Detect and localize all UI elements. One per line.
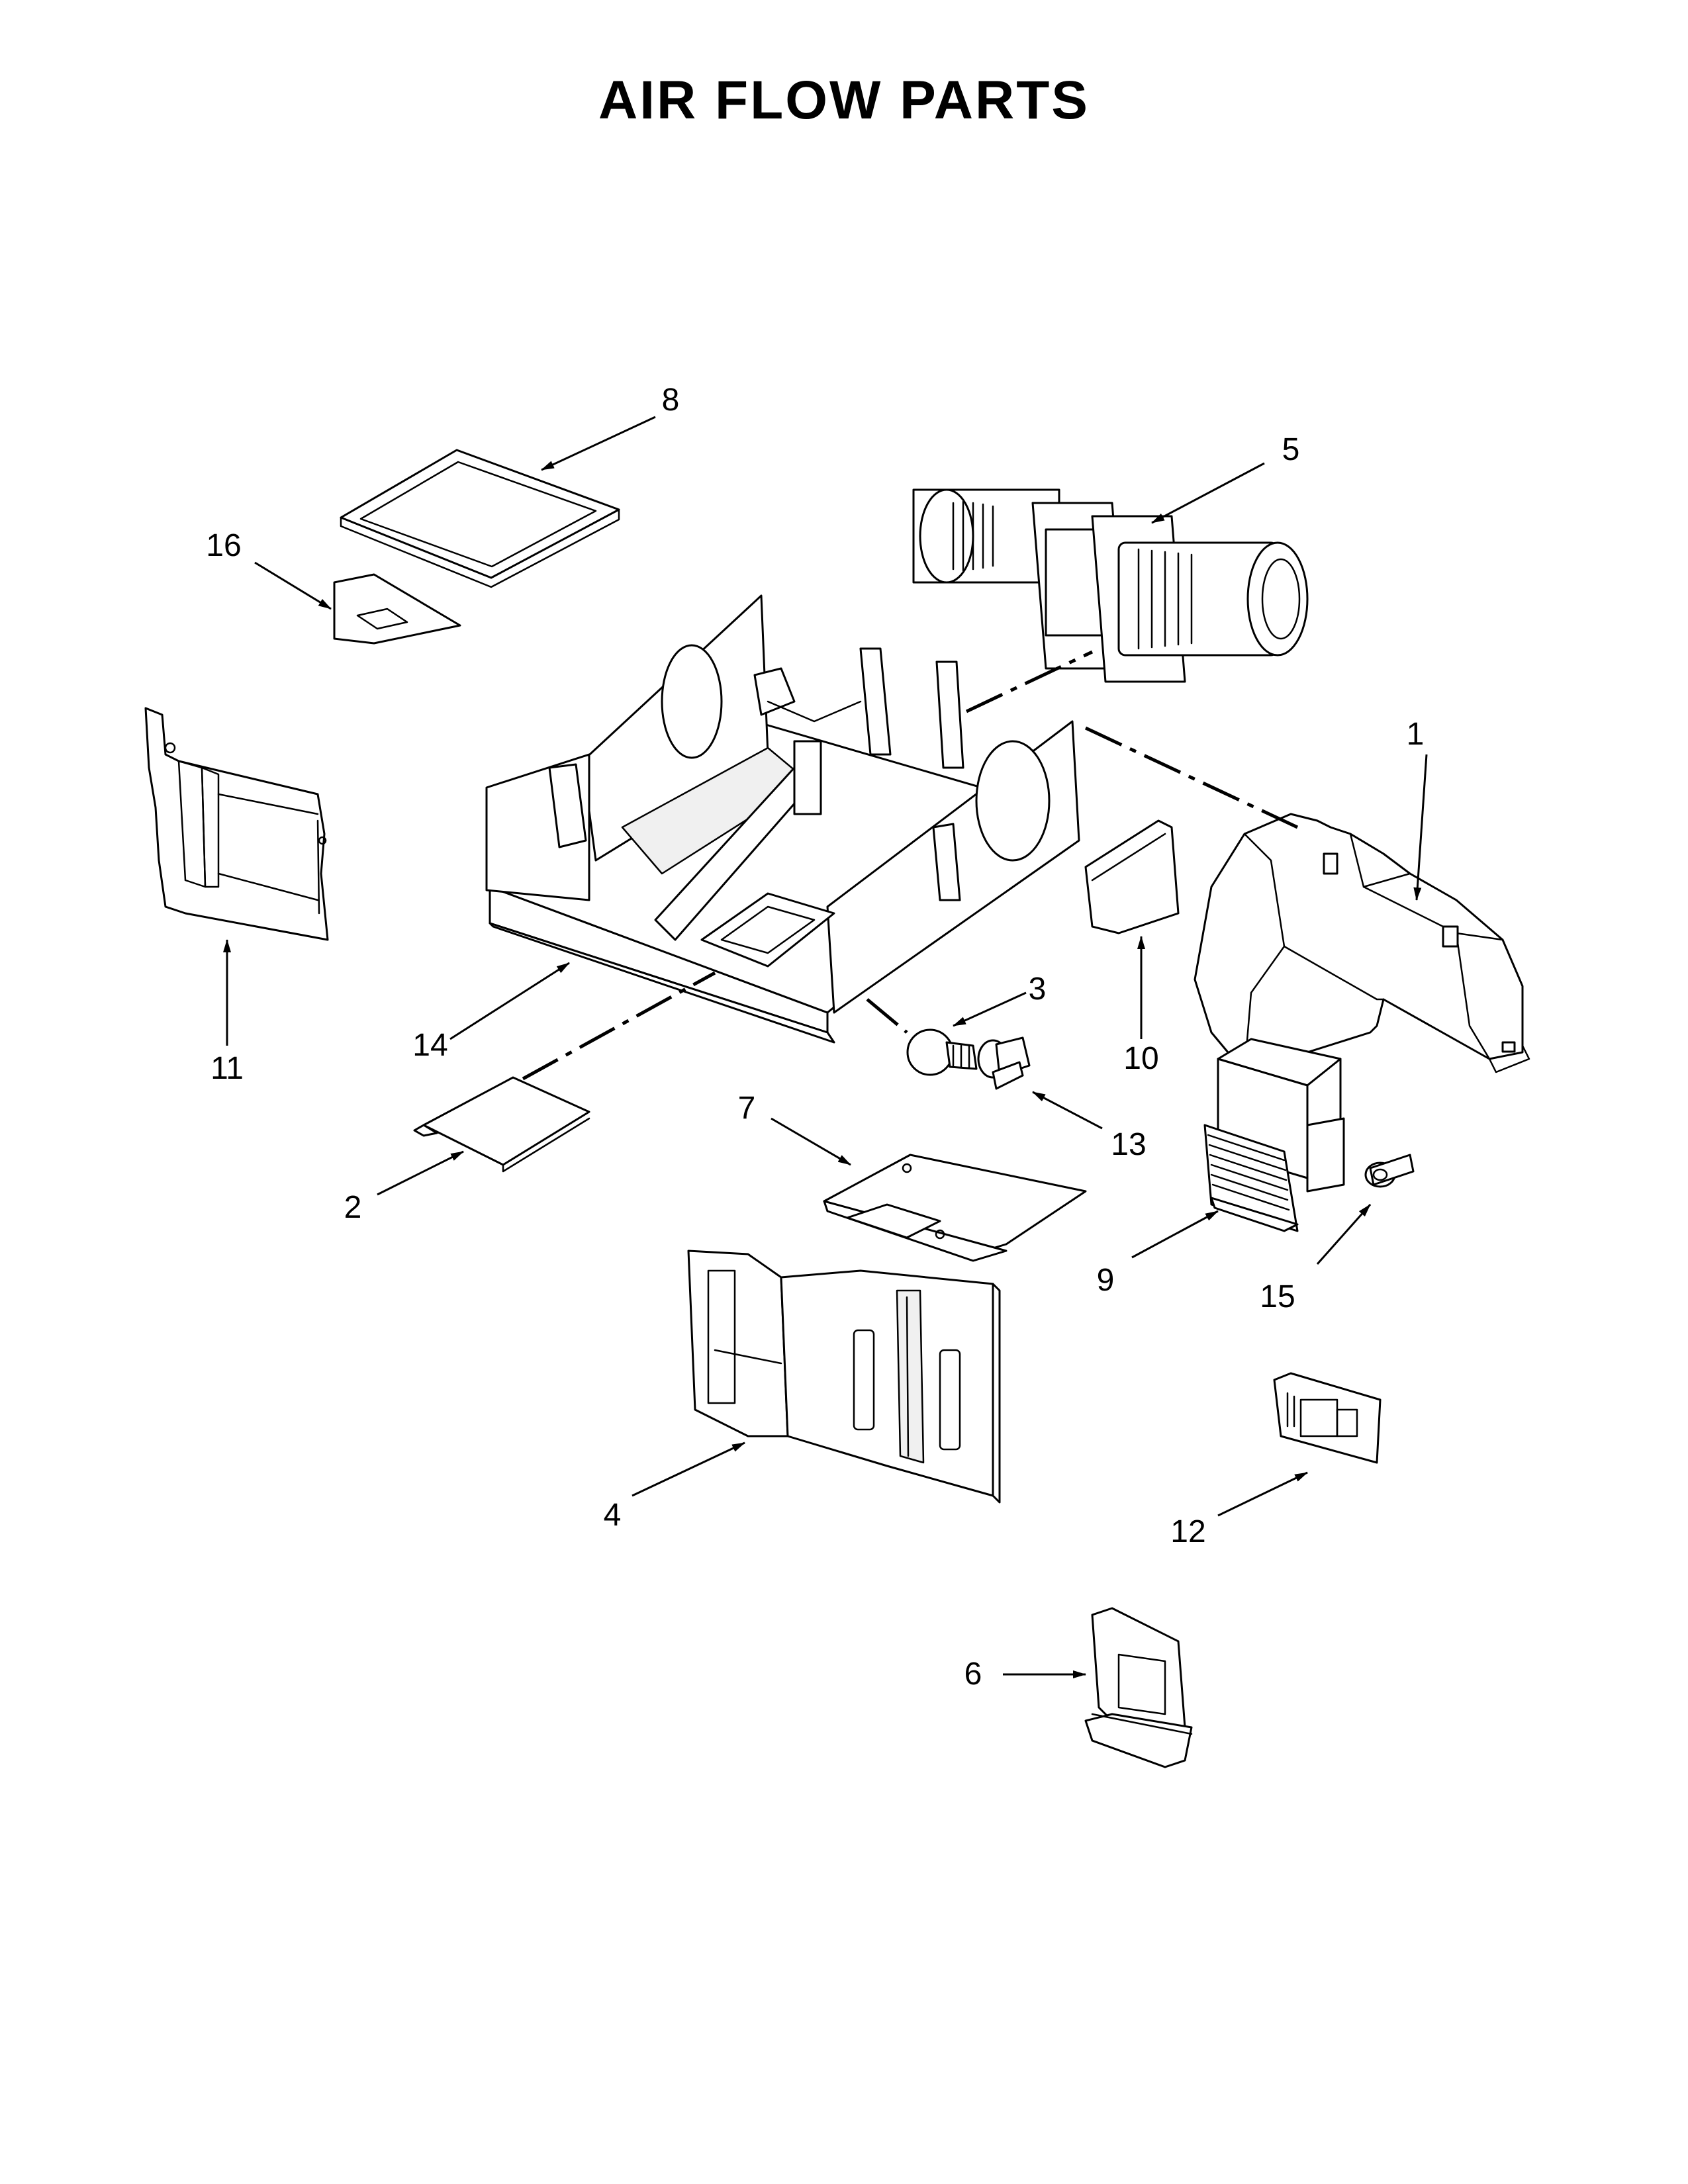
part-11-side-panel — [144, 707, 329, 941]
part-7-air-plate — [823, 1154, 1087, 1262]
page-title: AIR FLOW PARTS — [598, 70, 1090, 130]
callout-4: 4 — [604, 1498, 622, 1533]
callout-6: 6 — [964, 1657, 982, 1692]
part-5-blower-motor — [912, 488, 1309, 683]
callout-5: 5 — [1282, 432, 1300, 467]
part-4-vent-grille-bracket — [687, 1250, 1001, 1504]
callout-16: 16 — [206, 528, 241, 563]
callout-11: 11 — [211, 1051, 244, 1086]
part-1-exhaust-duct — [1194, 813, 1530, 1073]
part-15-thermal-cutout — [1364, 1154, 1415, 1188]
leader-arrows — [223, 416, 1428, 1678]
callout-14: 14 — [412, 1028, 447, 1063]
callout-13: 13 — [1111, 1127, 1146, 1162]
part-8-charcoal-filter — [340, 449, 620, 588]
callout-3: 3 — [1029, 972, 1047, 1007]
alignment-lines — [522, 650, 1299, 1081]
part-6-bracket — [1084, 1607, 1193, 1768]
callout-9: 9 — [1097, 1263, 1115, 1298]
callout-15: 15 — [1260, 1279, 1295, 1314]
part-10-plate — [1084, 819, 1180, 934]
callout-7: 7 — [738, 1091, 756, 1126]
callout-10: 10 — [1123, 1041, 1158, 1076]
part-2-cover — [413, 1076, 590, 1173]
callout-8: 8 — [662, 383, 680, 418]
callout-1: 1 — [1407, 717, 1425, 752]
callout-2: 2 — [344, 1190, 362, 1225]
part-12-control-board — [1273, 1372, 1382, 1464]
part-14-air-duct-base — [485, 594, 1080, 1044]
callout-numbers: 8 5 16 1 11 10 3 14 2 13 7 9 15 4 12 6 — [206, 383, 1424, 1692]
part-13-lamp-socket — [977, 1036, 1031, 1090]
part-16-label — [333, 573, 461, 645]
callout-12: 12 — [1170, 1514, 1205, 1549]
part-3-lamp — [906, 1028, 978, 1076]
part-9-transformer — [1203, 1038, 1345, 1232]
